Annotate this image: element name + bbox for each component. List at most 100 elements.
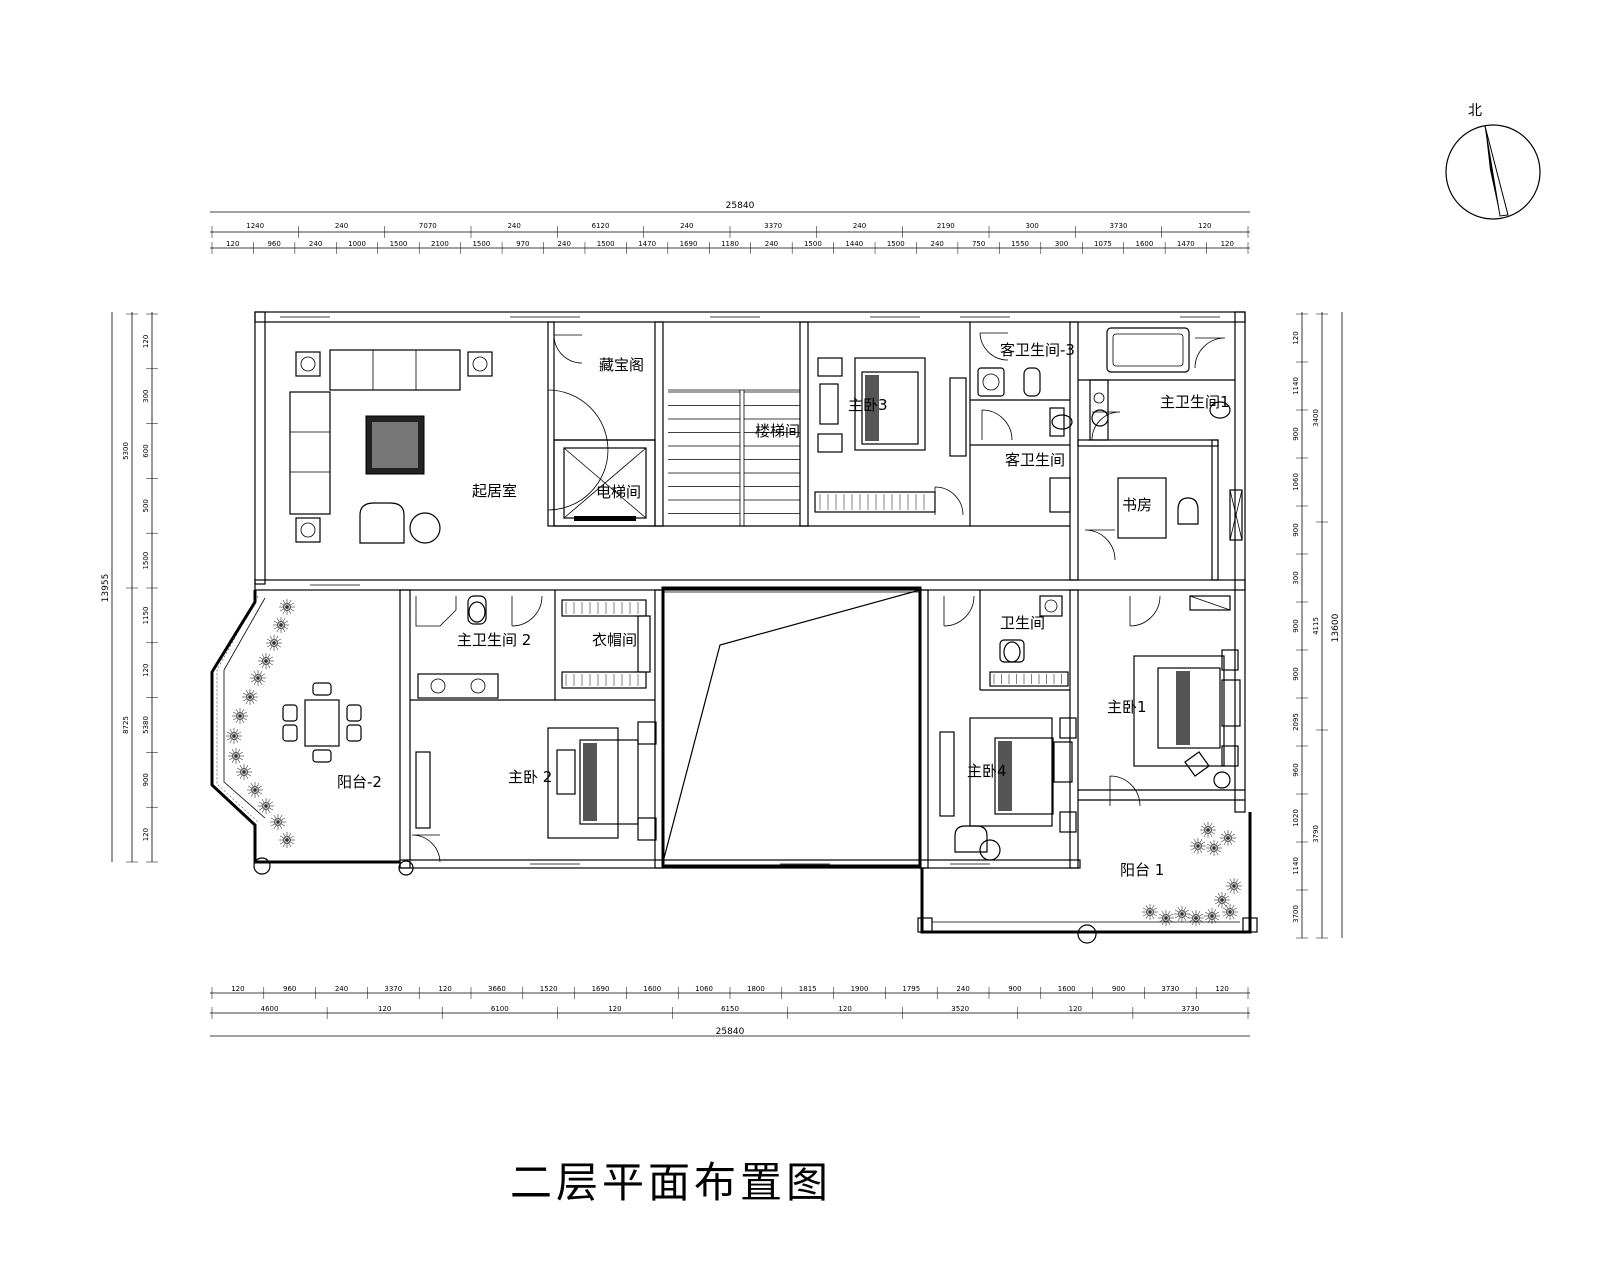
bottom-dimension-value: 960 xyxy=(283,985,296,993)
balcony-1-plants xyxy=(1142,822,1242,926)
plant-icon xyxy=(226,728,242,744)
bottom-dimension-value: 240 xyxy=(335,985,348,993)
top-dimension-value: 1600 xyxy=(1135,240,1153,248)
top-dimension-value: 300 xyxy=(1025,222,1038,230)
room-label-treasure: 藏宝阁 xyxy=(599,356,644,374)
room-label-master4: 主卧4 xyxy=(967,762,1007,780)
top-dimension-value: 1500 xyxy=(804,240,822,248)
top-dimension-value: 300 xyxy=(1055,240,1068,248)
top-dimension-value: 240 xyxy=(680,222,693,230)
plant-icon xyxy=(279,832,295,848)
bottom-dimension-value: 1815 xyxy=(799,985,817,993)
plant-icon xyxy=(232,708,248,724)
fan-icon xyxy=(295,351,493,543)
left-dimension-value: 600 xyxy=(142,444,150,457)
bottom-dimension-value: 4600 xyxy=(261,1005,279,1013)
top-dimension-value: 1500 xyxy=(887,240,905,248)
top-dimension-value: 1500 xyxy=(390,240,408,248)
plant-icon xyxy=(250,670,266,686)
right-dimension-value: 900 xyxy=(1292,619,1300,632)
right-dimension-value: 1140 xyxy=(1292,377,1300,395)
right-dimension-value: 3790 xyxy=(1312,825,1320,843)
left-dimension-value: 120 xyxy=(142,335,150,348)
top-dimension-value: 750 xyxy=(972,240,985,248)
bottom-dimension-value: 120 xyxy=(608,1005,621,1013)
bottom-dimension-value: 900 xyxy=(1112,985,1125,993)
plant-icon xyxy=(1174,906,1190,922)
top-dimension-value: 1550 xyxy=(1011,240,1029,248)
bottom-dimension-value: 120 xyxy=(1069,1005,1082,1013)
top-dimension-value: 3730 xyxy=(1110,222,1128,230)
bottom-dimension-value: 120 xyxy=(231,985,244,993)
room-label-master2: 主卧 2 xyxy=(508,768,552,786)
master-bedroom-2-furniture xyxy=(411,721,657,863)
plant-icon xyxy=(1206,840,1222,856)
top-dimension-value: 240 xyxy=(335,222,348,230)
living-room-furniture xyxy=(289,334,609,544)
right-dimension-value: 3400 xyxy=(1312,409,1320,427)
right-dimension-value: 3700 xyxy=(1292,905,1300,923)
left-dimension-value: 5380 xyxy=(142,716,150,734)
stairs xyxy=(668,389,800,526)
right-dimension-value: 120 xyxy=(1292,331,1300,344)
plant-icon xyxy=(1200,822,1216,838)
plant-icon xyxy=(236,764,252,780)
bottom-dimension-value: 120 xyxy=(378,1005,391,1013)
master-bedroom-4-furniture xyxy=(939,717,1077,861)
bottom-dimension-value: 1795 xyxy=(902,985,920,993)
room-label-living: 起居室 xyxy=(472,482,517,500)
plant-icon xyxy=(270,814,286,830)
left-dimension-value: 8725 xyxy=(122,716,130,734)
room-label-balcony1: 阳台 1 xyxy=(1120,861,1164,879)
right-dimension-value: 2095 xyxy=(1292,713,1300,731)
room-label-stairs: 楼梯间 xyxy=(755,422,800,440)
top-dimension-value: 240 xyxy=(507,222,520,230)
top-dimension-value: 240 xyxy=(765,240,778,248)
plant-icon xyxy=(242,689,258,705)
exterior-walls xyxy=(254,311,1246,869)
plant-icon xyxy=(1158,910,1174,926)
left-dimension-value: 300 xyxy=(142,390,150,403)
right-dimension-value: 900 xyxy=(1292,523,1300,536)
top-dimension-value: 240 xyxy=(558,240,571,248)
plant-icon xyxy=(1214,892,1230,908)
bottom-dimension-value: 240 xyxy=(956,985,969,993)
plant-icon xyxy=(279,599,295,615)
balcony-2-plants xyxy=(226,599,295,848)
room-label-master3: 主卧3 xyxy=(848,396,888,414)
plant-icon xyxy=(266,635,282,651)
top-dimension-value: 970 xyxy=(516,240,529,248)
closet-furniture xyxy=(561,599,651,689)
room-label-guest-bath3: 客卫生间-3 xyxy=(1000,341,1075,359)
north-arrow: 北 xyxy=(1445,103,1541,220)
plant-icon xyxy=(1204,908,1220,924)
left-dimension-value: 120 xyxy=(142,664,150,677)
top-dimension-value: 120 xyxy=(1198,222,1211,230)
plant-icon xyxy=(258,798,274,814)
top-dimension-value: 1180 xyxy=(721,240,739,248)
plant-icon xyxy=(1226,878,1242,894)
bottom-dimension-value: 120 xyxy=(1215,985,1228,993)
top-dimension-value: 120 xyxy=(226,240,239,248)
elevator xyxy=(563,447,647,521)
left-dimension-value: 5300 xyxy=(122,442,130,460)
top-dimension-value: 7070 xyxy=(419,222,437,230)
bottom-dimension-value: 3660 xyxy=(488,985,506,993)
bottom-dimension-value: 3730 xyxy=(1161,985,1179,993)
room-label-master1: 主卧1 xyxy=(1107,698,1147,716)
bottom-dimension-value: 120 xyxy=(838,1005,851,1013)
bottom-dimension-value: 6150 xyxy=(721,1005,739,1013)
guest-bath-fixtures xyxy=(977,332,1073,513)
right-dimension-value: 4115 xyxy=(1312,617,1320,635)
bottom-dimension-value: 1520 xyxy=(540,985,558,993)
bottom-dimension-value: 6100 xyxy=(491,1005,509,1013)
top-total-dimension: 25840 xyxy=(726,201,755,211)
bottom-dimension-value: 3730 xyxy=(1182,1005,1200,1013)
right-total-dimension: 13600 xyxy=(1331,613,1341,642)
bath-4-fixtures xyxy=(943,595,1069,687)
bottom-dimension-value: 1800 xyxy=(747,985,765,993)
bottom-dimension-value: 900 xyxy=(1008,985,1021,993)
right-dimension-value: 900 xyxy=(1292,427,1300,440)
top-dimension-value: 1500 xyxy=(597,240,615,248)
